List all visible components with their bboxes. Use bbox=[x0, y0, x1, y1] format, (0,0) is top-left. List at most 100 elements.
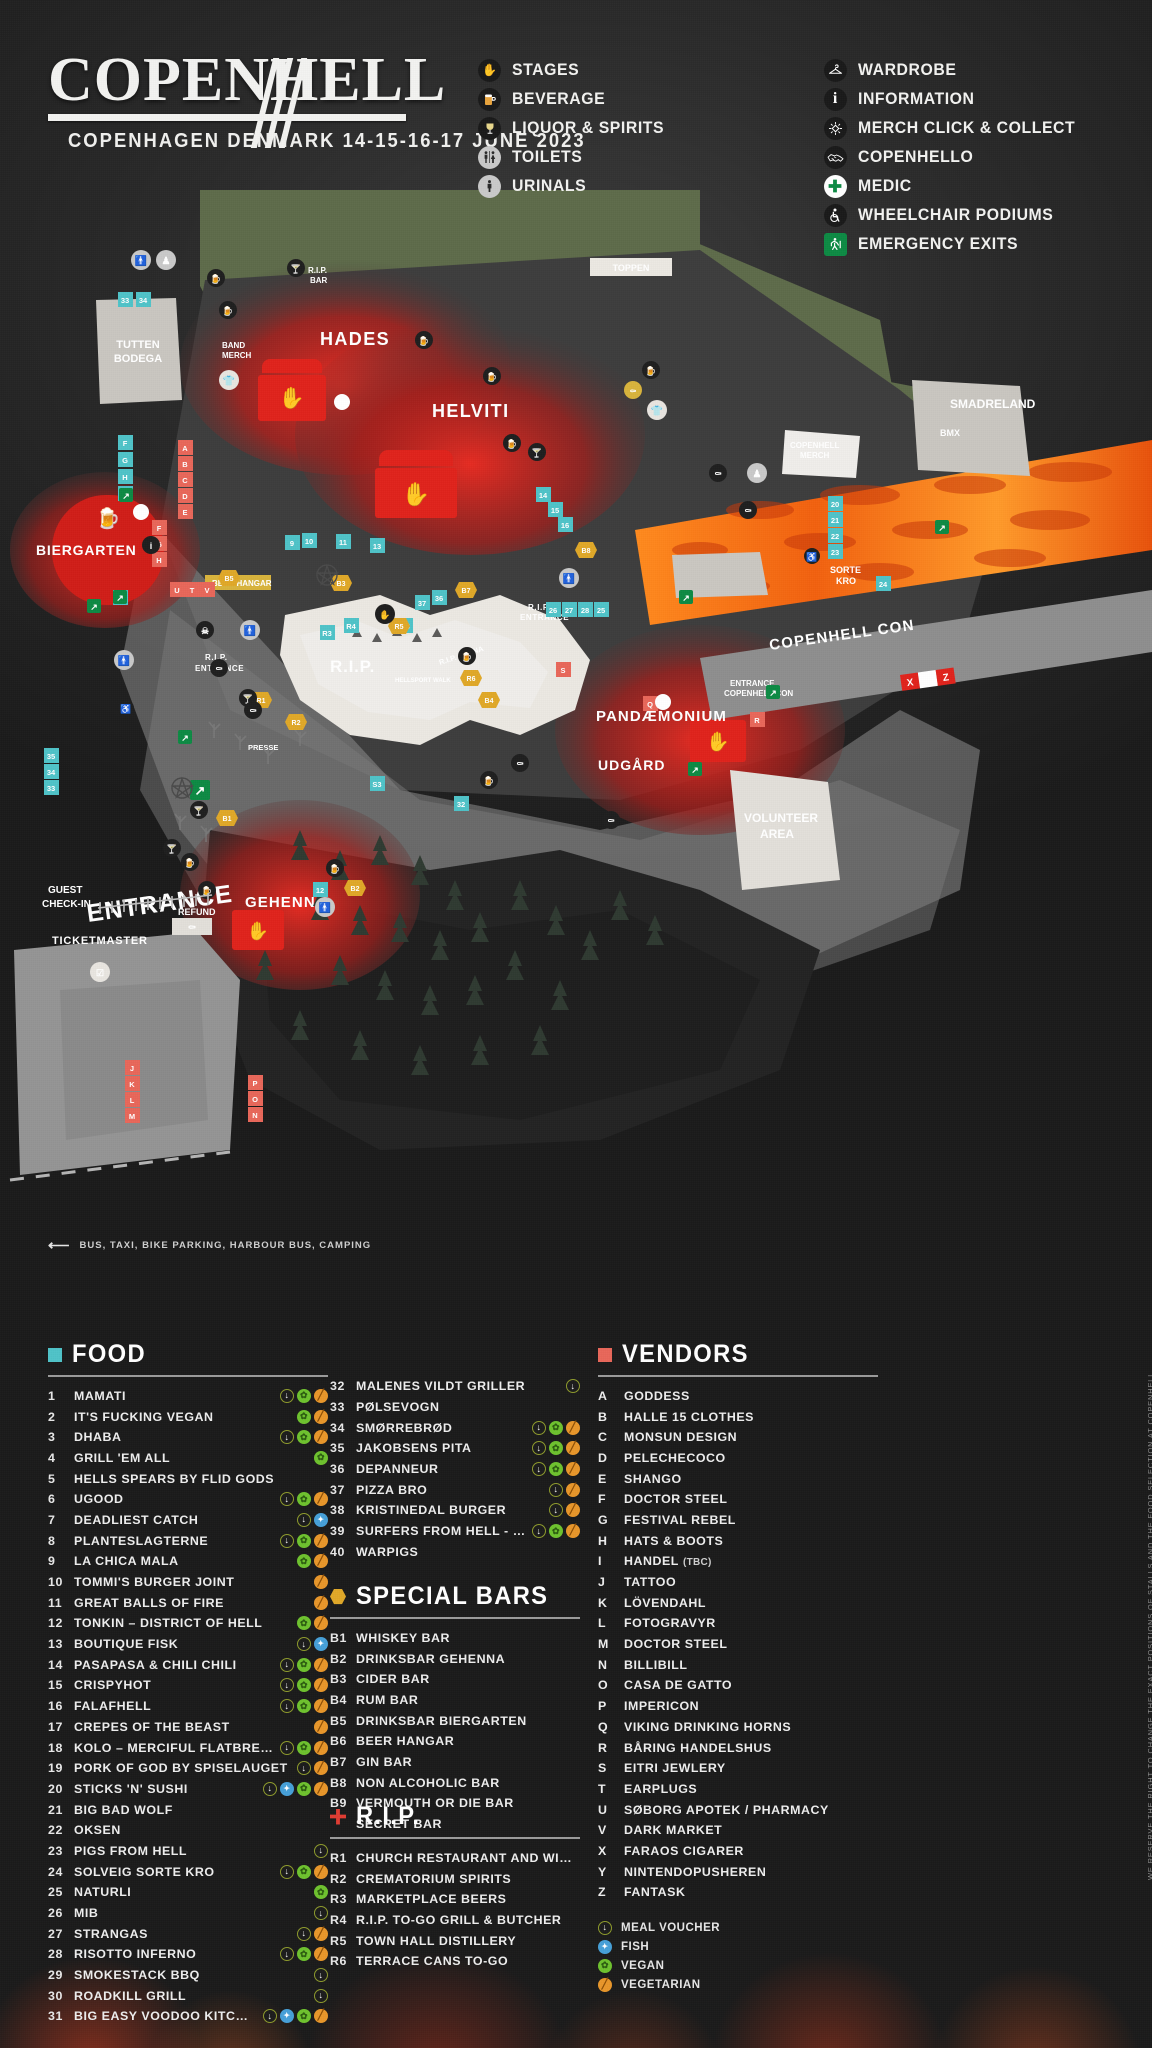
rip-item[interactable]: R6 TERRACE CANS TO-GO bbox=[330, 1951, 580, 1972]
food-list-item[interactable]: 21 BIG BAD WOLF bbox=[48, 1799, 328, 1820]
food-list-item[interactable]: 30 ROADKILL GRILL ↓ bbox=[48, 1985, 328, 2006]
food-list-item[interactable]: 12 TONKIN – DISTRICT OF HELL ✿╱ bbox=[48, 1613, 328, 1634]
food-list-item[interactable]: 34 SMØRREBRØD ↓✿╱ bbox=[330, 1417, 580, 1438]
vendor-item[interactable]: L FOTOGRAVYR bbox=[598, 1613, 878, 1634]
vendor-item[interactable]: E SHANGO bbox=[598, 1468, 878, 1489]
food-item-number: 19 bbox=[48, 1761, 63, 1776]
food-list-item[interactable]: 6 UGOOD ↓✿╱ bbox=[48, 1489, 328, 1510]
special-bar-item[interactable]: B3 CIDER BAR bbox=[330, 1669, 580, 1690]
vendor-name: NINTENDOPUSHEREN bbox=[624, 1864, 767, 1879]
vendor-item[interactable]: X FARAOS CIGARER bbox=[598, 1841, 878, 1862]
badge-group: ✿ bbox=[314, 1450, 328, 1465]
badge-key-label: VEGETARIAN bbox=[621, 1978, 701, 1991]
rip-item[interactable]: R4 R.I.P. TO-GO GRILL & BUTCHER bbox=[330, 1910, 580, 1931]
food-list-item[interactable]: 11 GREAT BALLS OF FIRE ╱ bbox=[48, 1592, 328, 1613]
food-item-name: WARPIGS bbox=[356, 1544, 419, 1559]
vendor-letter: H bbox=[598, 1533, 608, 1548]
food-list-item[interactable]: 1 MAMATI ↓✿╱ bbox=[48, 1386, 328, 1407]
food-list-item[interactable]: 33 PØLSEVOGN bbox=[330, 1397, 580, 1418]
vendor-item[interactable]: P IMPERICON bbox=[598, 1696, 878, 1717]
special-bar-item[interactable]: B2 DRINKSBAR GEHENNA bbox=[330, 1648, 580, 1669]
special-bar-item[interactable]: B1 WHISKEY BAR bbox=[330, 1628, 580, 1649]
svg-text:33: 33 bbox=[47, 784, 55, 793]
food-list-item[interactable]: 29 SMOKESTACK BBQ ↓ bbox=[48, 1965, 328, 1986]
food-list-item[interactable]: 37 PIZZA BRO ↓╱ bbox=[330, 1479, 580, 1500]
vendor-item[interactable]: K LÖVENDAHL bbox=[598, 1592, 878, 1613]
vendor-item[interactable]: N BILLIBILL bbox=[598, 1654, 878, 1675]
food-list-item[interactable]: 39 SURFERS FROM HELL - HOTDOG ↓✿╱ bbox=[330, 1521, 580, 1542]
food-list-item[interactable]: 31 BIG EASY VOODOO KITCHEN ↓✦✿╱ bbox=[48, 2006, 328, 2027]
food-list-item[interactable]: 36 DEPANNEUR ↓✿╱ bbox=[330, 1459, 580, 1480]
special-bar-item[interactable]: B9 VERMOUTH OR DIE BAR bbox=[330, 1793, 580, 1814]
food-list-item[interactable]: 2 IT'S FUCKING VEGAN ✿╱ bbox=[48, 1406, 328, 1427]
map-label-band-merch2: MERCH bbox=[222, 351, 252, 360]
food-list-item[interactable]: 25 NATURLI ✿ bbox=[48, 1882, 328, 1903]
food-item-number: 18 bbox=[48, 1740, 63, 1755]
vendor-item[interactable]: B HALLE 15 CLOTHES bbox=[598, 1406, 878, 1427]
food-section-header: FOOD bbox=[48, 1340, 328, 1369]
food-list-item[interactable]: 4 GRILL 'EM ALL ✿ bbox=[48, 1448, 328, 1469]
special-bar-item[interactable]: B8 NON ALCOHOLIC BAR bbox=[330, 1772, 580, 1793]
rip-item[interactable]: R3 MARKETPLACE BEERS bbox=[330, 1889, 580, 1910]
vendor-item[interactable]: V DARK MARKET bbox=[598, 1820, 878, 1841]
vendor-item[interactable]: H HATS & BOOTS bbox=[598, 1530, 878, 1551]
rip-item[interactable]: R2 CREMATORIUM SPIRITS bbox=[330, 1868, 580, 1889]
food-list-item[interactable]: 23 PIGS FROM HELL ↓ bbox=[48, 1841, 328, 1862]
vendor-item[interactable]: R BÅRING HANDELSHUS bbox=[598, 1737, 878, 1758]
vendor-item[interactable]: A GODDESS bbox=[598, 1386, 878, 1407]
vendor-item[interactable]: S EITRI JEWLERY bbox=[598, 1758, 878, 1779]
vendor-item[interactable]: T EARPLUGS bbox=[598, 1779, 878, 1800]
map-svg[interactable]: COPENHELL CON X Y Z R.I.P. R.I.P. ENTRAN… bbox=[0, 190, 1152, 1280]
food-list-item[interactable]: 15 CRISPYHOT ↓✿╱ bbox=[48, 1675, 328, 1696]
food-list-item[interactable]: 38 KRISTINEDAL BURGER ↓╱ bbox=[330, 1500, 580, 1521]
vendor-item[interactable]: C MONSUN DESIGN bbox=[598, 1427, 878, 1448]
vendor-item[interactable]: I HANDEL(TBC) bbox=[598, 1551, 878, 1572]
food-list-item[interactable]: 28 RISOTTO INFERNO ↓✿╱ bbox=[48, 1944, 328, 1965]
vendor-item[interactable]: O CASA DE GATTO bbox=[598, 1675, 878, 1696]
badge-group: ↓ bbox=[314, 1843, 328, 1858]
food-list-item[interactable]: 10 TOMMI'S BURGER JOINT ╱ bbox=[48, 1572, 328, 1593]
special-bar-item[interactable]: B6 BEER HANGAR bbox=[330, 1731, 580, 1752]
area-biergarten: 🍺 BIERGARTEN bbox=[36, 495, 164, 605]
svg-text:32: 32 bbox=[457, 800, 465, 809]
vendor-item[interactable]: Z FANTASK bbox=[598, 1882, 878, 1903]
rip-item[interactable]: R1 CHURCH RESTAURANT AND WINE BAR bbox=[330, 1848, 580, 1869]
food-list-item[interactable]: 32 MALENES VILDT GRILLER ↓ bbox=[330, 1376, 580, 1397]
special-bar-item[interactable]: B4 RUM BAR bbox=[330, 1690, 580, 1711]
food-list-item[interactable]: 19 PORK OF GOD BY SPISELAUGET ↓╱ bbox=[48, 1758, 328, 1779]
special-bar-item[interactable]: B7 GIN BAR bbox=[330, 1752, 580, 1773]
special-bar-item[interactable]: B5 DRINKSBAR BIERGARTEN bbox=[330, 1710, 580, 1731]
food-list-item[interactable]: 8 PLANTESLAGTERNE ↓✿╱ bbox=[48, 1530, 328, 1551]
vendor-item[interactable]: F DOCTOR STEEL bbox=[598, 1489, 878, 1510]
food-list-item[interactable]: 14 PASAPASA & CHILI CHILI ↓✿╱ bbox=[48, 1654, 328, 1675]
food-list-item[interactable]: 9 LA CHICA MALA ✿╱ bbox=[48, 1551, 328, 1572]
food-list-left: 1 MAMATI ↓✿╱ 2 IT'S FUCKING VEGAN ✿╱ 3 D… bbox=[48, 1386, 328, 2027]
vendor-item[interactable]: U SØBORG APOTEK / PHARMACY bbox=[598, 1799, 878, 1820]
vendor-item[interactable]: Q VIKING DRINKING HORNS bbox=[598, 1717, 878, 1738]
vendor-item[interactable]: D PELECHECOCO bbox=[598, 1448, 878, 1469]
rip-item[interactable]: R5 TOWN HALL DISTILLERY bbox=[330, 1930, 580, 1951]
food-list-item[interactable]: 24 SOLVEIG SORTE KRO ↓✿╱ bbox=[48, 1861, 328, 1882]
food-list-item[interactable]: 3 DHABA ↓✿╱ bbox=[48, 1427, 328, 1448]
vendor-name: SHANGO bbox=[624, 1471, 682, 1486]
vendor-item[interactable]: J TATTOO bbox=[598, 1572, 878, 1593]
food-list-item[interactable]: 20 STICKS 'N' SUSHI ↓✦✿╱ bbox=[48, 1779, 328, 1800]
food-list-item[interactable]: 35 JAKOBSENS PITA ↓✿╱ bbox=[330, 1438, 580, 1459]
map-label-volunteer-area: AREA bbox=[760, 827, 794, 841]
food-list-item[interactable]: 7 DEADLIEST CATCH ↓✦ bbox=[48, 1510, 328, 1531]
food-list-item[interactable]: 5 HELLS SPEARS BY FLID GODS bbox=[48, 1468, 328, 1489]
food-list-item[interactable]: 27 STRANGAS ↓╱ bbox=[48, 1923, 328, 1944]
svg-text:U: U bbox=[174, 586, 179, 595]
food-item-number: 17 bbox=[48, 1719, 63, 1734]
festival-map[interactable]: COPENHELL CON X Y Z R.I.P. R.I.P. ENTRAN… bbox=[0, 190, 1152, 1280]
vendor-item[interactable]: Y NINTENDOPUSHEREN bbox=[598, 1861, 878, 1882]
food-list-item[interactable]: 26 MIB ↓ bbox=[48, 1903, 328, 1924]
food-list-item[interactable]: 40 WARPIGS bbox=[330, 1542, 580, 1563]
food-list-item[interactable]: 22 OKSEN bbox=[48, 1820, 328, 1841]
food-list-item[interactable]: 18 KOLO – MERCIFUL FLATBREAD ↓✿╱ bbox=[48, 1737, 328, 1758]
food-list-item[interactable]: 13 BOUTIQUE FISK ↓✦ bbox=[48, 1634, 328, 1655]
food-list-item[interactable]: 16 FALAFHELL ↓✿╱ bbox=[48, 1696, 328, 1717]
vendor-item[interactable]: M DOCTOR STEEL bbox=[598, 1634, 878, 1655]
food-list-item[interactable]: 17 CREPES OF THE BEAST ╱ bbox=[48, 1717, 328, 1738]
vendor-item[interactable]: G FESTIVAL REBEL bbox=[598, 1510, 878, 1531]
